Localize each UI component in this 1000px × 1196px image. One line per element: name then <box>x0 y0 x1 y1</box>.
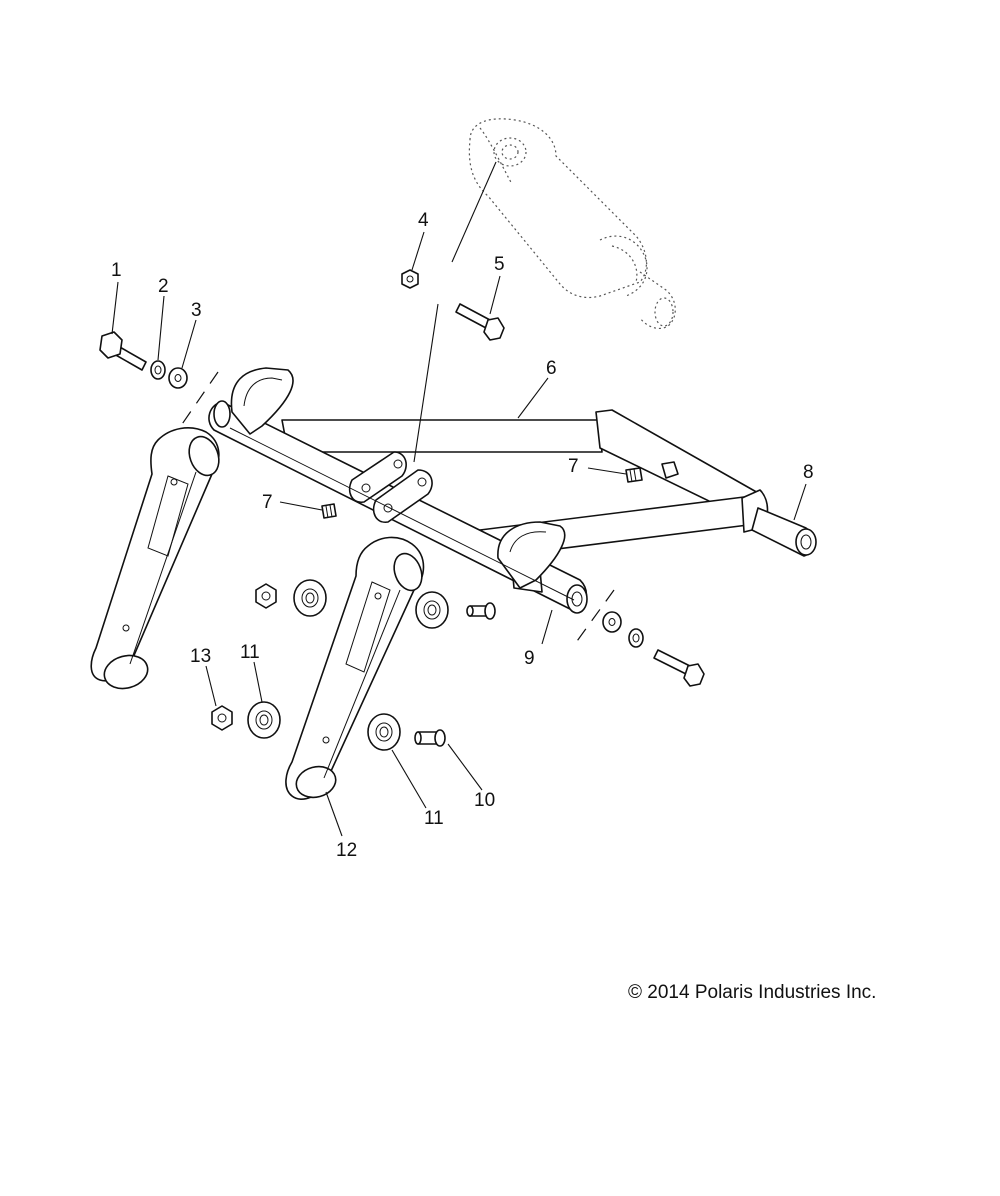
callout-4: 4 <box>418 210 429 231</box>
callout-labels: 1 2 3 4 5 6 7 7 8 9 10 11 11 12 13 <box>111 210 814 861</box>
link-arm-right <box>285 536 425 800</box>
callout-9: 9 <box>524 648 535 669</box>
washer-part-3 <box>168 367 188 389</box>
grease-fitting-part-7-upper <box>625 467 643 483</box>
alignment-lines <box>177 161 615 649</box>
callout-2: 2 <box>158 276 169 297</box>
flange-nut-upper <box>255 583 277 609</box>
washer-right-end <box>602 611 622 633</box>
bolt-part-5 <box>455 303 505 341</box>
link-arm-left <box>90 427 220 690</box>
leader-lines <box>111 231 807 837</box>
callout-11-upper: 11 <box>240 642 260 663</box>
callout-10: 10 <box>474 790 495 811</box>
nut-part-4 <box>401 269 419 289</box>
callout-5: 5 <box>494 254 505 275</box>
bushing-part-11-right <box>367 713 401 751</box>
bolt-part-1 <box>99 331 147 371</box>
shock-absorber-ghost <box>468 118 676 330</box>
copyright-notice: © 2014 Polaris Industries Inc. <box>628 982 877 1003</box>
flange-nut-part-13 <box>211 705 233 731</box>
callout-7-upper: 7 <box>568 456 579 477</box>
callout-8: 8 <box>803 462 814 483</box>
bushing-upper-right <box>415 591 449 629</box>
callout-13: 13 <box>190 646 211 667</box>
callout-11-lower: 11 <box>424 808 444 829</box>
pin-part-10 <box>414 729 446 747</box>
callout-7-lower: 7 <box>262 492 273 513</box>
callout-12: 12 <box>336 840 357 861</box>
bushing-part-11-left <box>247 701 281 739</box>
lock-washer-part-2 <box>150 360 166 380</box>
callout-3: 3 <box>191 300 202 321</box>
bushing-upper-left <box>293 579 327 617</box>
grease-fitting-part-7-lower <box>321 503 337 519</box>
pin-upper <box>466 602 496 620</box>
callout-6: 6 <box>546 358 557 379</box>
lock-washer-right-end <box>628 628 644 648</box>
callout-1: 1 <box>111 260 122 281</box>
bolt-right-end <box>653 649 705 687</box>
shaft-assembly <box>208 367 817 614</box>
